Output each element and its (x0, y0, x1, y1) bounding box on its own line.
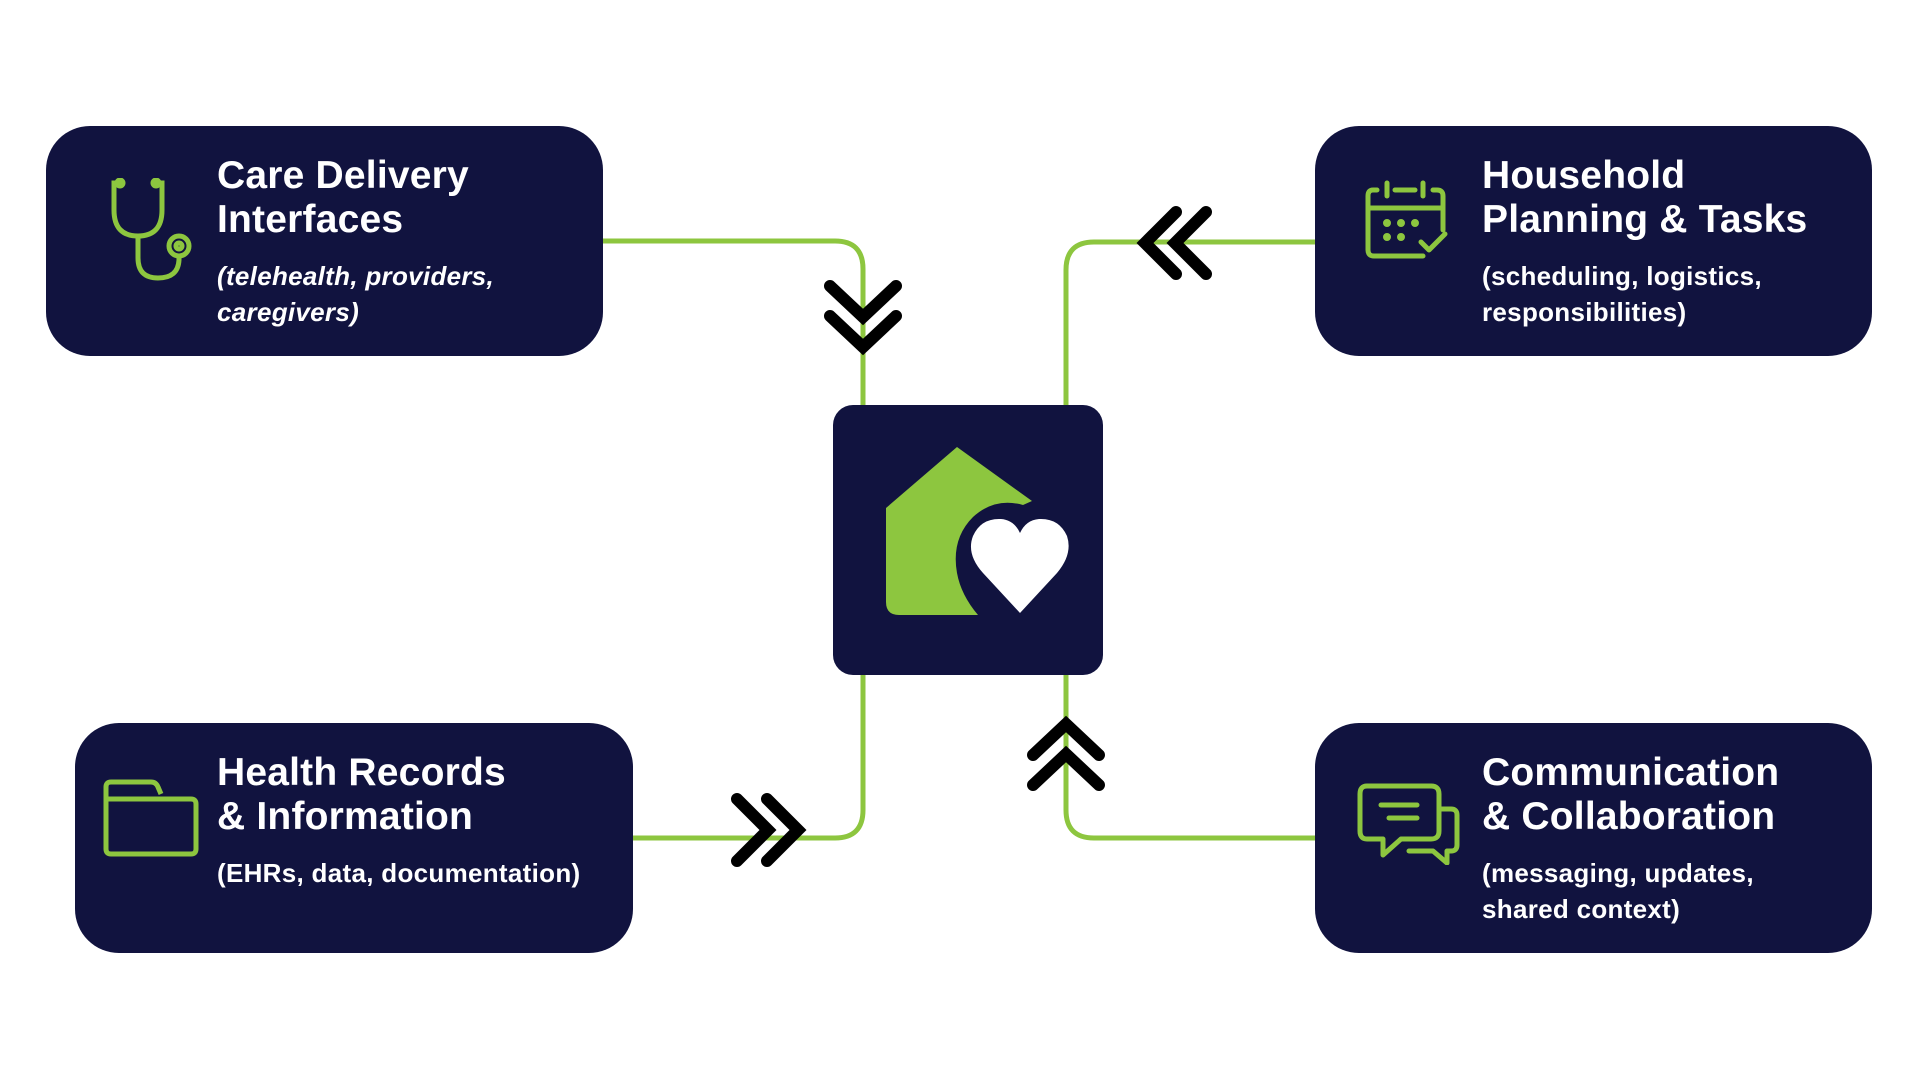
connector-care (600, 238, 866, 408)
card-subtitle-line: shared context) (1482, 894, 1681, 924)
card-title-line: Interfaces (217, 198, 404, 241)
card-subtitle-line: (EHRs, data, documentation) (217, 858, 581, 888)
connector-household (1063, 239, 1318, 408)
card-subtitle-line: caregivers) (217, 297, 360, 327)
stethoscope-icon (110, 177, 194, 287)
card-title-line: Health Records (217, 751, 506, 794)
card-household-planning: Household Planning & Tasks (scheduling, … (1315, 126, 1872, 356)
card-subtitle-line: (scheduling, logistics, (1482, 261, 1762, 291)
card-title-line: Care Delivery (217, 154, 469, 197)
connector-health (630, 672, 866, 841)
card-communication: Communication & Collaboration (messaging… (1315, 723, 1872, 953)
card-health-records: Health Records & Information (EHRs, data… (75, 723, 633, 953)
chat-bubbles-icon (1357, 783, 1461, 870)
card-title-line: Planning & Tasks (1482, 198, 1808, 241)
chevron-double-left-icon (1136, 206, 1212, 280)
chevron-double-down-icon (824, 280, 902, 356)
card-title-line: & Collaboration (1482, 795, 1776, 838)
chevron-double-up-icon (1027, 715, 1105, 791)
folder-icon (103, 779, 199, 862)
chevron-double-right-icon (731, 793, 807, 867)
card-subtitle-line: (telehealth, providers, (217, 261, 495, 291)
card-title-line: Household (1482, 154, 1686, 197)
connector-comm (1063, 672, 1318, 841)
card-subtitle-line: responsibilities) (1482, 297, 1687, 327)
card-title-line: & Information (217, 795, 474, 838)
card-subtitle-line: (messaging, updates, (1482, 858, 1754, 888)
calendar-check-icon (1365, 180, 1449, 265)
heart-icon (970, 518, 1069, 613)
house-icon (886, 447, 1032, 615)
card-care-delivery: Care Delivery Interfaces (telehealth, pr… (46, 126, 603, 356)
hub-logo (833, 405, 1103, 675)
card-title-line: Communication (1482, 751, 1780, 794)
